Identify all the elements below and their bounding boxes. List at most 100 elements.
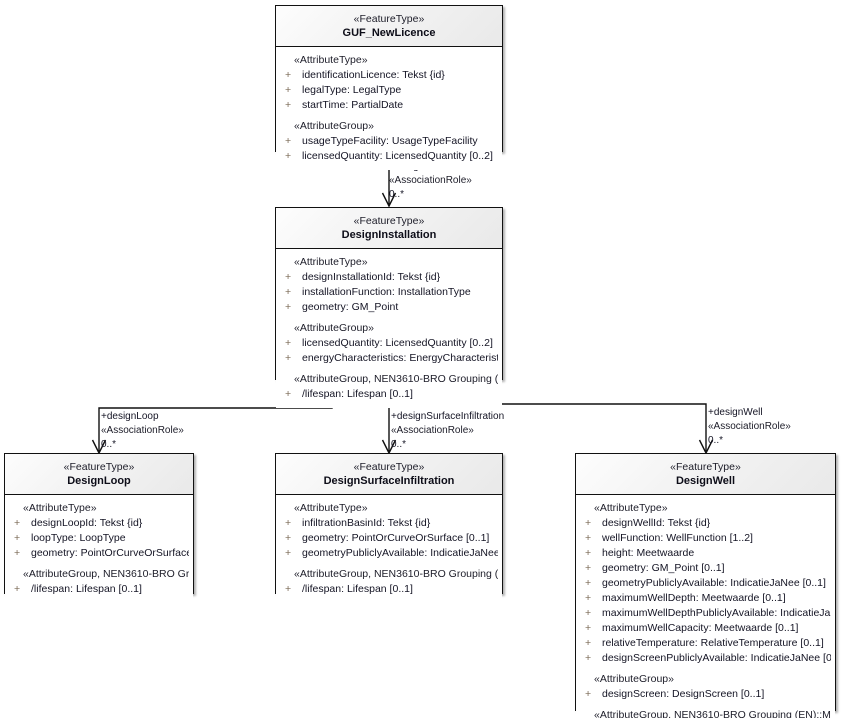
- attribute-row[interactable]: + infiltrationBasinId: Tekst {id}: [280, 516, 498, 531]
- attribute-row[interactable]: + relativeTemperature: RelativeTemperatur…: [580, 636, 831, 651]
- attribute-row[interactable]: +/lifespan: Lifespan [0..1]: [280, 387, 498, 402]
- attribute-text: /lifespan: Lifespan [0..1]: [31, 583, 142, 595]
- attribute-row[interactable]: +licensedQuantity: LicensedQuantity [0..…: [280, 149, 498, 164]
- visibility-marker: +: [585, 562, 592, 574]
- attribute-row[interactable]: +legalType: LegalType: [280, 83, 498, 98]
- visibility-marker: +: [585, 637, 592, 649]
- attribute-row[interactable]: + geometry: GM_Point [0..1]: [580, 561, 831, 576]
- attribute-group-label: «AttributeGroup, NEN3610-BRO Grouping (E…: [294, 568, 498, 580]
- attribute-row[interactable]: +height: Meetwaarde: [580, 546, 831, 561]
- attribute-group-label: «AttributeType»: [294, 54, 368, 66]
- class-body-designloop: «AttributeType» +designLoopId: Tekst {id}…: [5, 495, 193, 603]
- attribute-text: /lifespan: Lifespan [0..1]: [302, 388, 413, 400]
- attribute-text: designInstallationId: Tekst {id}: [302, 271, 441, 283]
- visibility-marker: +: [285, 547, 292, 559]
- visibility-marker: +: [585, 547, 592, 559]
- class-title: DesignLoop: [67, 475, 131, 487]
- visibility-marker: +: [585, 607, 592, 619]
- class-header-designinstallation: «FeatureType» DesignInstallation: [276, 208, 502, 249]
- attribute-text: relativeTemperature: RelativeTemperature…: [602, 637, 824, 649]
- attribute-group-label: «AttributeGroup, NEN3610-BRO Groupin...: [23, 568, 189, 580]
- visibility-marker: +: [585, 622, 592, 634]
- attribute-text: maximumWellCapacity: Meetwaarde [0..1]: [602, 622, 799, 634]
- visibility-marker: +: [285, 337, 292, 349]
- visibility-marker: +: [585, 652, 592, 664]
- attribute-text: licensedQuantity: LicensedQuantity [0..2…: [302, 337, 493, 349]
- attribute-row[interactable]: +geometry: PointOrCurveOrSurface [0..1]: [9, 546, 189, 561]
- attribute-row[interactable]: +wellFunction: WellFunction [1..2]: [580, 531, 831, 546]
- assoc-multiplicity-designloop: 0..*: [101, 439, 117, 450]
- attribute-row[interactable]: +identificationLicence: Tekst {id}: [280, 68, 498, 83]
- assoc-multiplicity-designwell: 0..*: [708, 435, 724, 446]
- attribute-text: legalType: LegalType: [302, 84, 402, 96]
- visibility-marker: +: [585, 577, 592, 589]
- assoc-role-designwell: +designWell: [708, 407, 763, 418]
- class-stereotype: «FeatureType»: [353, 215, 425, 227]
- class-header-designloop: «FeatureType» DesignLoop: [5, 454, 193, 495]
- attribute-row[interactable]: + maximumWellDepthPubliclyAvailable: Indi…: [580, 606, 831, 621]
- class-body-guf-newlicence: «AttributeType» +identificationLicence: T…: [276, 47, 502, 170]
- visibility-marker: +: [285, 135, 292, 147]
- class-box-designinstallation[interactable]: «FeatureType» DesignInstallation «Attrib…: [275, 207, 503, 408]
- attribute-group-label: «AttributeType»: [23, 502, 97, 514]
- attribute-text: designWellId: Tekst {id}: [602, 517, 711, 529]
- class-box-designwell[interactable]: «FeatureType» DesignWell «AttributeType»…: [575, 453, 836, 718]
- attribute-text: maximumWellDepthPubliclyAvailable: Indic…: [602, 607, 831, 619]
- attribute-text: wellFunction: WellFunction [1..2]: [602, 532, 753, 544]
- class-header-guf-newlicence: «FeatureType» GUF_NewLicence: [276, 6, 502, 47]
- attribute-row[interactable]: +designLoopId: Tekst {id}: [9, 516, 189, 531]
- class-title: DesignWell: [675, 475, 736, 487]
- class-box-designsurfaceinfiltration[interactable]: «FeatureType» DesignSurfaceInfiltration …: [275, 453, 503, 603]
- assoc-stereotype-designloop: «AssociationRole»: [101, 425, 184, 436]
- visibility-marker: +: [285, 301, 292, 313]
- attribute-text: designScreenPubliclyAvailable: Indicatie…: [602, 652, 831, 664]
- attribute-row[interactable]: + geometry: GM_Point: [280, 300, 498, 315]
- attribute-text: usageTypeFacility: UsageTypeFacility: [302, 135, 478, 147]
- attribute-group-label: «AttributeType»: [294, 502, 368, 514]
- attribute-row[interactable]: +/lifespan: Lifespan [0..1]: [9, 582, 189, 597]
- attribute-text: geometry: PointOrCurveOrSurface [0..1]: [302, 532, 490, 544]
- class-title: DesignInstallation: [341, 229, 437, 241]
- attribute-row[interactable]: +designWellId: Tekst {id}: [580, 516, 831, 531]
- attribute-row[interactable]: + geometryPubliclyAvailable: IndicatieJaN…: [280, 546, 498, 561]
- visibility-marker: +: [285, 69, 292, 81]
- attribute-row[interactable]: +/lifespan: Lifespan [0..1]: [280, 582, 498, 597]
- attribute-row[interactable]: +designScreen: DesignScreen [0..1]: [580, 687, 831, 702]
- attribute-text: geometry: GM_Point: [302, 301, 399, 313]
- assoc-label-designloop: +designLoop «AssociationRole» 0..*: [101, 410, 184, 452]
- attribute-row[interactable]: +designInstallationId: Tekst {id}: [280, 270, 498, 285]
- visibility-marker: +: [285, 517, 292, 529]
- attribute-text: loopType: LoopType: [31, 532, 126, 544]
- class-stereotype: «FeatureType»: [353, 461, 425, 473]
- visibility-marker: +: [14, 547, 21, 559]
- attribute-text: infiltrationBasinId: Tekst {id}: [302, 517, 431, 529]
- assoc-multiplicity-designinstallation: 0..*: [389, 189, 405, 200]
- class-box-designloop[interactable]: «FeatureType» DesignLoop «AttributeType»…: [4, 453, 194, 603]
- attribute-row[interactable]: +loopType: LoopType: [9, 531, 189, 546]
- attribute-row[interactable]: +geometryPubliclyAvailable: IndicatieJaN…: [580, 576, 831, 591]
- attribute-text: installationFunction: InstallationType: [302, 286, 471, 298]
- attribute-text: geometry: GM_Point [0..1]: [602, 562, 725, 574]
- class-body-designwell: «AttributeType»+designWellId: Tekst {id}…: [576, 495, 835, 718]
- attribute-row[interactable]: +maximumWellDepth: Meetwaarde [0..1]: [580, 591, 831, 606]
- assoc-stereotype-designsurfaceinfiltration: «AssociationRole»: [391, 425, 474, 436]
- visibility-marker: +: [285, 352, 292, 364]
- class-body-designinstallation: «AttributeType»+designInstallationId: Te…: [276, 249, 502, 408]
- attribute-row[interactable]: +energyCharacteristics: EnergyCharacteri…: [280, 351, 498, 366]
- attribute-row[interactable]: +startTime: PartialDate: [280, 98, 498, 113]
- attribute-group-label: «AttributeType»: [294, 256, 368, 268]
- attribute-row[interactable]: + usageTypeFacility: UsageTypeFacility: [280, 134, 498, 149]
- attribute-row[interactable]: + geometry: PointOrCurveOrSurface [0..1]: [280, 531, 498, 546]
- assoc-role-designloop: +designLoop: [101, 411, 159, 422]
- class-stereotype: «FeatureType»: [670, 461, 741, 473]
- attribute-row[interactable]: +installationFunction: InstallationType: [280, 285, 498, 300]
- attribute-row[interactable]: + designScreenPubliclyAvailable: Indicati…: [580, 651, 831, 666]
- attribute-text: geometryPubliclyAvailable: IndicatieJaNe…: [302, 547, 498, 559]
- attribute-row[interactable]: + licensedQuantity: LicensedQuantity [0..…: [280, 336, 498, 351]
- attribute-text: startTime: PartialDate: [302, 99, 404, 111]
- class-box-guf-newlicence[interactable]: «FeatureType» GUF_NewLicence «AttributeT…: [275, 5, 503, 170]
- assoc-label-designwell: +designWell «AssociationRole» 0..*: [708, 406, 791, 448]
- visibility-marker: +: [285, 532, 292, 544]
- attribute-row[interactable]: + maximumWellCapacity: Meetwaarde [0..1]: [580, 621, 831, 636]
- visibility-marker: +: [14, 517, 21, 529]
